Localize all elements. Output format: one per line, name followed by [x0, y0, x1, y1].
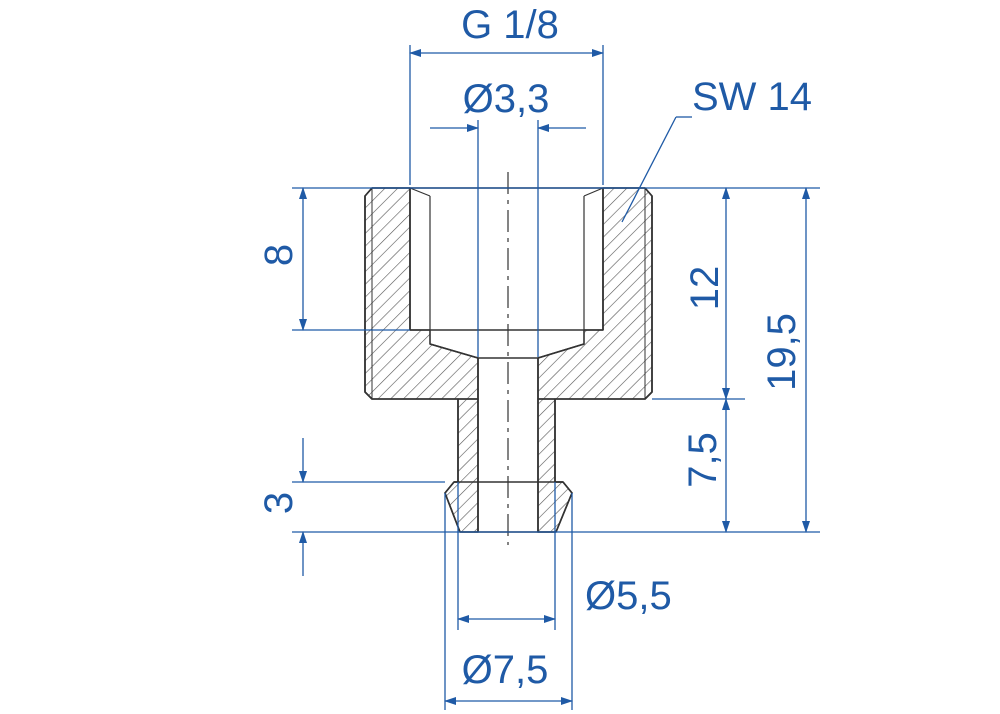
hatched-stem-left	[444, 398, 479, 533]
collar-height-label: 3	[257, 492, 301, 514]
wrench-size-label: SW 14	[692, 75, 812, 119]
overall-height-label: 19,5	[760, 313, 804, 391]
part-section	[364, 187, 653, 533]
stem-diameter-label: Ø5,5	[585, 574, 672, 618]
stem-length-label: 7,5	[681, 432, 725, 488]
collar-diameter-label: Ø7,5	[462, 648, 549, 692]
thread-label: G 1/8	[461, 3, 559, 47]
hatched-body-right	[537, 187, 653, 400]
body-height-label: 12	[683, 266, 727, 311]
hatched-body-left	[364, 187, 479, 400]
thread-depth-label: 8	[257, 244, 301, 266]
bore-diameter-label: Ø3,3	[463, 77, 550, 121]
dimension-lines	[292, 45, 820, 710]
